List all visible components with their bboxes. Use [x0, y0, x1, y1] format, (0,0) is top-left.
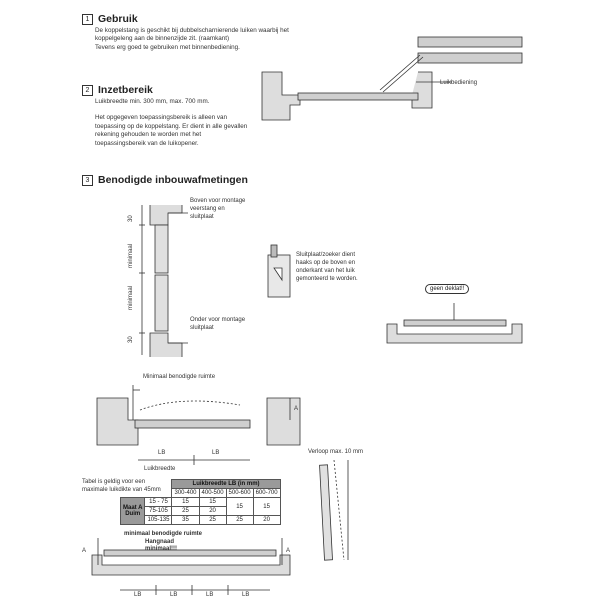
table-cell: 15 [252, 497, 281, 516]
open-shutter-bottom [417, 52, 523, 64]
hangnaad-label: Hangnaad minimaal!!! [145, 539, 177, 553]
dim-minimaal-bottom: minimaal [128, 285, 134, 310]
text-line: onderkant van het luik [296, 268, 355, 274]
text-line: toepassing op de koppelstang. Er dient i… [95, 122, 248, 130]
table-cell: 15 [171, 497, 200, 507]
table-cell: 15 [225, 497, 254, 516]
section-title: Inzetbereik [98, 84, 153, 96]
section-1-body: De koppelstang is geschikt bij dubbelsch… [95, 27, 315, 52]
tabel-note: Tabel is geldig voor een maximale luikdi… [82, 478, 161, 494]
table-row: 300-400 400-500 500-600 600-700 [121, 488, 281, 498]
dim-minimaal-top: minimaal [128, 243, 134, 268]
luikbediening-label: Luikbediening [440, 80, 478, 86]
range-cell: 75-105 [144, 506, 173, 516]
text-line: sluitplaat [190, 325, 214, 331]
open-shutter-top [417, 36, 523, 48]
column-header: 300-400 [171, 488, 200, 498]
table-cell: 25 [171, 506, 200, 516]
minimaal-ruimte-label: Minimaal benodigde ruimte [143, 374, 216, 380]
table-row: Maat A Duim 15 - 75 15 15 15 15 [119, 497, 281, 525]
column-header: 500-600 [225, 488, 254, 498]
section-2-heading: 2 Inzetbereik [82, 84, 153, 96]
text-line: minimaal!!! [145, 546, 178, 552]
text-line: De koppelstang is geschikt bij dubbelsch… [95, 27, 289, 34]
geen-deklat-bubble: geen deklat!! [425, 284, 470, 294]
wall-left [261, 71, 301, 121]
hinge-seam-drawing [91, 538, 291, 595]
boven-montage-label: Boven voor montage veerstang en sluitpla… [190, 197, 245, 221]
section-title: Gebruik [98, 13, 138, 25]
text-line: Sluitplaat/zoeker dient [296, 252, 356, 258]
spec-table: Luikbreedte LB (in mm) 300-400 400-500 5… [119, 479, 281, 525]
table-header: Luikbreedte LB (in mm) [171, 479, 281, 489]
section-3-heading: 3 Benodigde inbouwafmetingen [82, 174, 248, 186]
wall-right [411, 71, 433, 109]
table-row: 75-105 25 20 [121, 506, 281, 516]
text-line: Tabel is geldig voor een [82, 479, 146, 485]
section-number: 2 [82, 84, 93, 96]
dim-30-bottom: 30 [128, 336, 134, 343]
text-line: Onder voor montage [190, 317, 246, 323]
section-number: 3 [82, 174, 93, 186]
text-line: Boven voor montage [190, 198, 246, 204]
lb-bottom-4: LB [242, 592, 250, 598]
onder-montage-label: Onder voor montage sluitplaat [190, 316, 245, 332]
range-cell: 105-135 [144, 515, 173, 525]
row-label-text: Duim [125, 511, 141, 517]
table-cell: 35 [171, 515, 200, 525]
table-row: 105-135 35 25 25 20 [121, 515, 281, 525]
table-cell: 25 [198, 515, 227, 525]
dim-a-label: A [294, 406, 299, 412]
text-line: Hangnaad [145, 539, 175, 545]
text-line: toepassingsbereik van de luikopener. [95, 139, 199, 147]
lb-label-left: LB [158, 450, 166, 456]
text-line: veerstang en [190, 206, 225, 212]
text-line: Tevens erg goed te gebruiken met binnenb… [95, 43, 240, 51]
luikbreedte-label: Luikbreedte [144, 466, 176, 472]
section-number: 1 [82, 13, 93, 25]
text-line: Luikbreedte min. 300 mm, max. 700 mm. [95, 98, 210, 105]
lb-label-right: LB [212, 450, 220, 456]
closed-shutter [297, 92, 419, 101]
table-cell: 15 [198, 497, 227, 507]
row-label: Maat A Duim [119, 497, 146, 525]
dim-a-bottom-right: A [286, 548, 291, 554]
dim-a-bottom-left: A [82, 548, 87, 554]
verloop-drawing [319, 459, 349, 561]
column-header: 400-500 [198, 488, 227, 498]
text-line: maximale luikdikte van 45mm [82, 487, 161, 493]
table-cell: 25 [225, 515, 254, 525]
section-1-heading: 1 Gebruik [82, 13, 138, 25]
section-2-body: Luikbreedte min. 300 mm, max. 700 mm. He… [95, 98, 315, 148]
column-header: 600-700 [252, 488, 281, 498]
coupling-rod-drawing [261, 36, 523, 121]
text-line: haaks op de boven en [296, 260, 356, 266]
text-line: Het opgegeven toepassingsbereik is allee… [95, 114, 227, 122]
minimal-space-drawing [96, 385, 301, 465]
text-line: rekening gehouden te worden met het [95, 131, 202, 139]
table-cell: 20 [252, 515, 281, 525]
text-line: sluitplaat [190, 214, 214, 220]
lb-bottom-2: LB [170, 592, 178, 598]
verloop-label: Verloop max. 10 mm [308, 449, 364, 455]
table-row: Luikbreedte LB (in mm) [121, 479, 281, 489]
section-title: Benodigde inbouwafmetingen [98, 174, 248, 186]
dim-30-top: 30 [128, 215, 134, 222]
lb-bottom-1: LB [134, 592, 142, 598]
row-label-text: Maat A [123, 505, 143, 511]
coupling-rod [379, 54, 421, 91]
shutter-closed-drawing [386, 303, 523, 344]
sluitplaat-note: Sluitplaat/zoeker dient haaks op de bove… [296, 251, 358, 283]
lb-bottom-3: LB [206, 592, 214, 598]
text-line: gemonteerd te worden. [296, 276, 358, 282]
text-line: koppelgeleng aan de binnenzijde zit. (ra… [95, 35, 230, 43]
range-cell: 15 - 75 [144, 497, 173, 507]
min-ruimte-bottom-label: minimaal benodigde ruimte [124, 531, 203, 537]
table-cell: 20 [198, 506, 227, 516]
frame-vertical-drawing [139, 205, 188, 357]
catch-plate-drawing [267, 244, 291, 298]
